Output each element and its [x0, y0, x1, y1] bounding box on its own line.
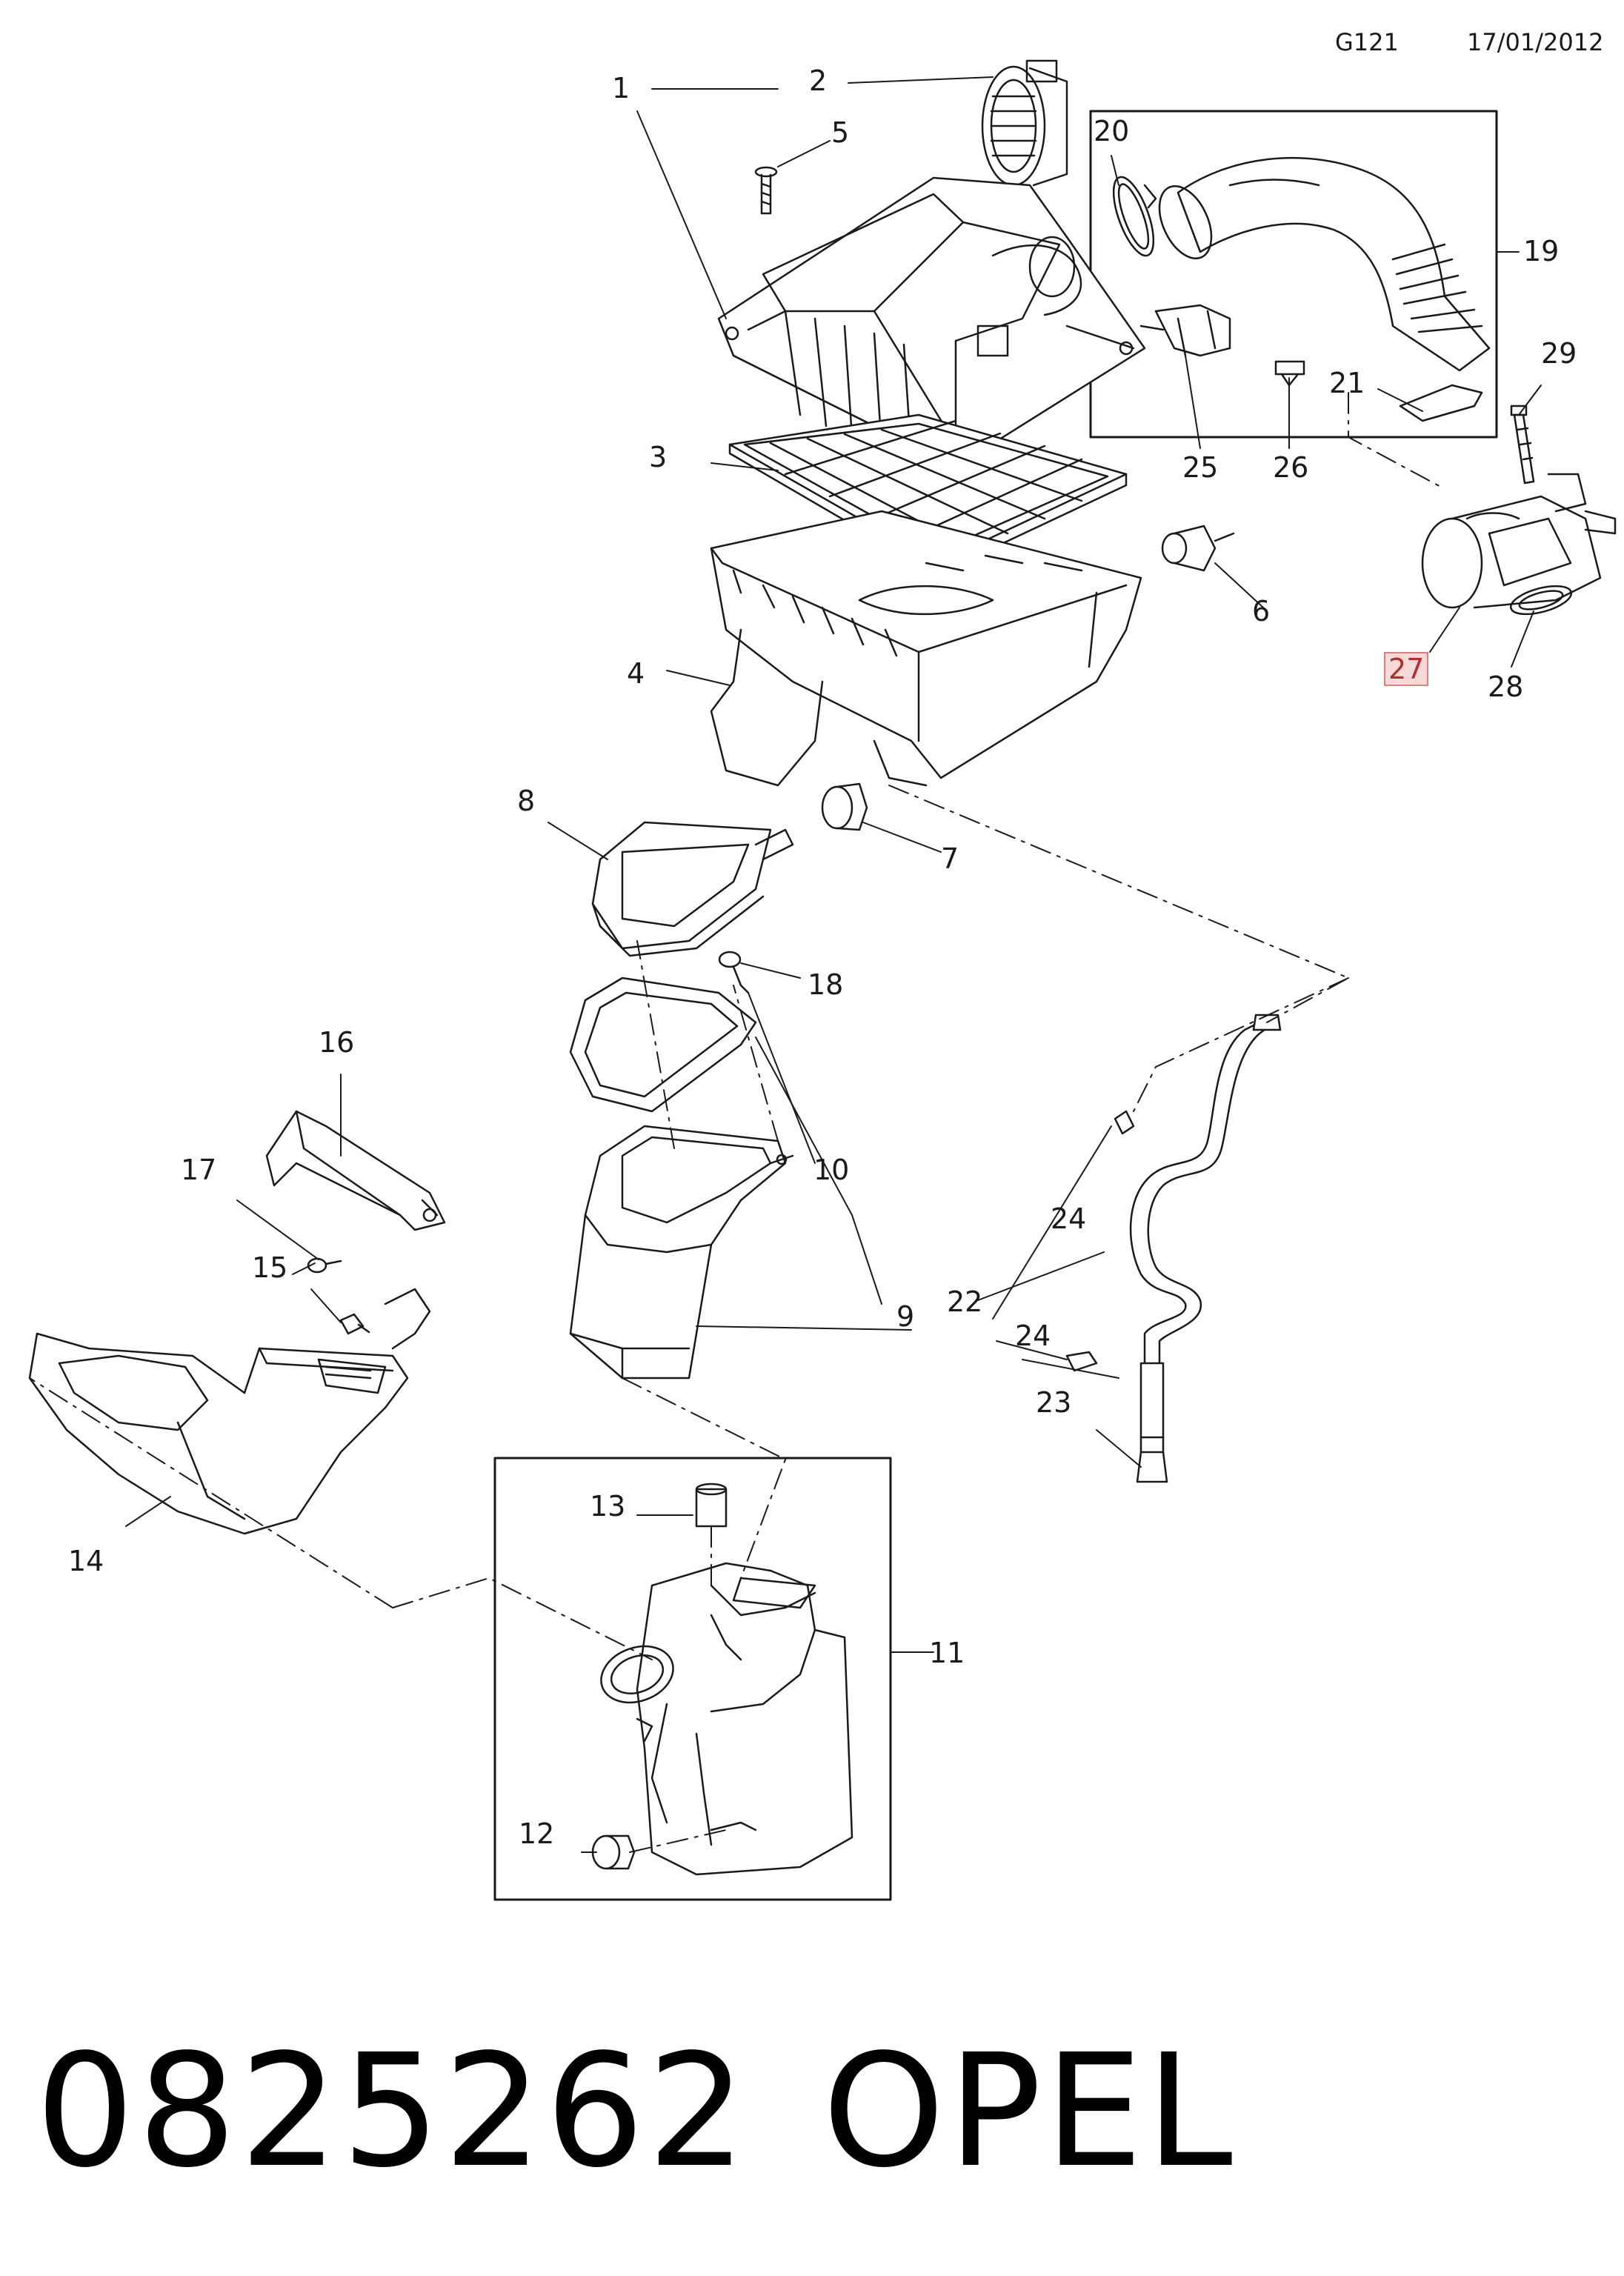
callout-2: 2 — [809, 64, 828, 97]
callout-7: 7 — [941, 842, 959, 875]
callout-27: 27 — [1384, 652, 1429, 686]
callout-13: 13 — [590, 1490, 626, 1523]
part-4-air-cleaner-housing — [710, 510, 1142, 787]
part-15-bolt — [339, 1313, 370, 1335]
callout-15: 15 — [252, 1251, 288, 1284]
part-14-air-inlet — [28, 1288, 431, 1535]
callout-5: 5 — [831, 116, 850, 149]
part-25-sensor — [1139, 304, 1231, 357]
part-9-intake-duct — [569, 1125, 794, 1380]
part-26-bolt — [1274, 360, 1305, 387]
callout-16: 16 — [319, 1026, 355, 1059]
part-5-screw — [754, 166, 778, 215]
part-13-grommet — [695, 1483, 728, 1528]
callout-12: 12 — [519, 1817, 555, 1850]
callout-25: 25 — [1182, 451, 1219, 484]
callout-3: 3 — [649, 441, 668, 473]
callout-8: 8 — [517, 785, 536, 817]
part-12-grommet — [591, 1834, 636, 1870]
callout-20: 20 — [1094, 115, 1130, 147]
part-23-hose-end — [1136, 1362, 1168, 1483]
part-number: 0825262 — [36, 2020, 750, 2202]
drawing-code: G121 — [1335, 28, 1399, 56]
part-21-gasket — [1399, 384, 1483, 422]
callout-23: 23 — [1036, 1386, 1072, 1419]
part-10-seal — [569, 976, 757, 1113]
part-20-hose-clamp — [1112, 176, 1157, 257]
part-27-air-pump — [1421, 473, 1617, 609]
callout-19: 19 — [1523, 235, 1560, 267]
callout-24b: 24 — [1015, 1320, 1051, 1352]
part-19-air-duct — [1158, 156, 1491, 372]
callout-28: 28 — [1488, 671, 1524, 703]
part-7-grommet — [821, 782, 868, 831]
callout-1: 1 — [612, 72, 630, 104]
brand-name: OPEL — [822, 2020, 1236, 2202]
part-2-air-flow-grille — [981, 59, 1068, 187]
part-22-hose — [1129, 1014, 1282, 1365]
part-16-bracket — [265, 1110, 446, 1231]
callout-22: 22 — [947, 1285, 983, 1318]
part-6-grommet — [1161, 525, 1235, 572]
drawing-date: 17/01/2012 — [1467, 28, 1604, 56]
part-18-clip — [718, 951, 750, 994]
callout-26: 26 — [1273, 451, 1309, 484]
callout-11: 11 — [929, 1637, 965, 1669]
callout-9: 9 — [896, 1300, 915, 1333]
part-28-gasket — [1509, 585, 1573, 616]
part-24-clip — [1065, 1110, 1135, 1372]
callout-18: 18 — [808, 968, 844, 1001]
callout-6: 6 — [1252, 595, 1271, 628]
callout-14: 14 — [68, 1545, 104, 1577]
part-17-screw — [307, 1257, 342, 1274]
group-box-11 — [493, 1457, 892, 1901]
callout-17: 17 — [181, 1154, 217, 1186]
routing-lines — [29, 392, 1445, 1853]
callout-24a: 24 — [1051, 1202, 1087, 1235]
leader-lines — [125, 76, 1542, 1853]
callout-21: 21 — [1329, 367, 1365, 399]
part-11-resonator-box — [600, 1562, 853, 1876]
callout-29: 29 — [1541, 337, 1577, 370]
part-8-intake-resonator — [591, 821, 794, 957]
part-29-bolt — [1510, 405, 1535, 485]
callout-10: 10 — [813, 1154, 850, 1186]
callout-4: 4 — [627, 657, 645, 690]
